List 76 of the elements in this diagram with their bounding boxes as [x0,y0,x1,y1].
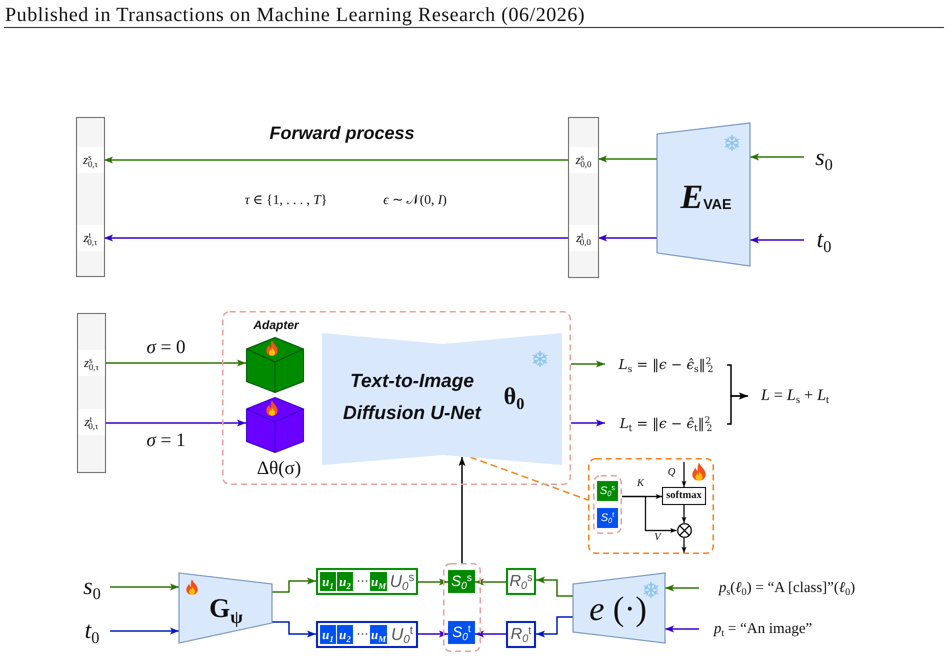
prompt-formula: p$_{s}$(ℓ$_{0}$) = “A [class]”(ℓ$_{0}$) [699,575,875,601]
parameter-label: Δθ(σ) [256,457,302,481]
token-tile: u$_{M}$ [370,572,387,591]
generator-block [179,573,272,643]
dashed-callout-line [470,456,588,501]
ellipsis-text: ··· [356,626,370,643]
arrow [104,234,569,242]
softmax-block: softmax [662,487,706,505]
latent-bar [568,117,599,278]
arrow [682,538,686,553]
arrow [104,156,569,164]
math-expression: ϵ ∼ 𝒩(0, I) [382,191,448,209]
arrow [272,578,316,593]
arrow [105,420,246,426]
dashed-group-frame [443,563,481,652]
token-sequence-frame [316,568,418,595]
adapter-label: Adapter [252,317,300,333]
latent-bar [76,117,105,277]
latent-bar [77,313,106,473]
arrow [571,420,605,426]
math-symbol: s$_{0}$ [804,143,844,173]
math-expression: τ ∈ {1, . . . , T} [244,191,328,209]
multiply-symbol [676,523,692,538]
section-heading: Forward process [268,122,416,145]
token-tile: u$_{M}$ [370,625,387,644]
adapter-cube [246,337,304,393]
math-symbol: s$_{0}$ [74,572,110,602]
arrow [665,626,699,632]
arrow [105,360,246,366]
arrow [110,628,179,634]
unet-block [322,333,562,465]
arrow [598,156,657,162]
edge-label: σ = 0 [145,336,187,360]
token-tile: u$_{1}$ [320,572,336,591]
edge-label: K [636,477,646,491]
dashed-group-frame [222,311,571,485]
generator-label: G$_{ψ}$ [208,592,244,628]
arrow [750,154,804,160]
arrow [458,457,466,563]
arrow [571,360,605,368]
token-sequence-frame [316,621,418,648]
token-tile: u$_{2}$ [337,625,353,644]
arrow [682,462,686,487]
parameter-label: θ$_{0}$ [502,383,526,413]
math-symbol: t$_{0}$ [74,616,110,646]
edge-label: σ = 1 [145,429,187,453]
prompt-formula: p$_{t}$ = “An image” [699,616,827,642]
arrow [727,392,748,425]
dashed-group-frame [593,475,622,534]
loss-formula: L = L$_{s}$ + L$_{t}$ [748,384,842,408]
ellipsis-text: ··· [356,573,370,590]
encoder-label: e (·) [588,590,648,630]
arrow [272,621,316,638]
edge-label: Q [666,466,676,480]
arrow [598,234,657,242]
arrow [622,496,676,533]
arrow [750,236,804,244]
dashed-inset-frame [588,458,714,554]
unet-title: Text-to-Image Diffusion U-Net [342,370,482,426]
arrow [418,630,448,638]
token-tile: u$_{1}$ [320,625,336,644]
page-header: Published in Transactions on Machine Learning Research (06/2026) [5,3,586,27]
arrow [475,578,506,586]
arrow [110,584,179,590]
arrow [536,616,573,638]
arrow [682,505,686,523]
text-encoder-block [573,573,665,643]
arrow [665,584,699,592]
edge-label: V [653,531,662,545]
token-tile: u$_{2}$ [337,572,353,591]
arrow [536,576,573,597]
arrow [418,578,448,586]
arrow [475,630,506,638]
math-symbol: t$_{0}$ [804,225,844,255]
encoder-block [657,123,750,266]
adapter-cube [246,397,304,453]
